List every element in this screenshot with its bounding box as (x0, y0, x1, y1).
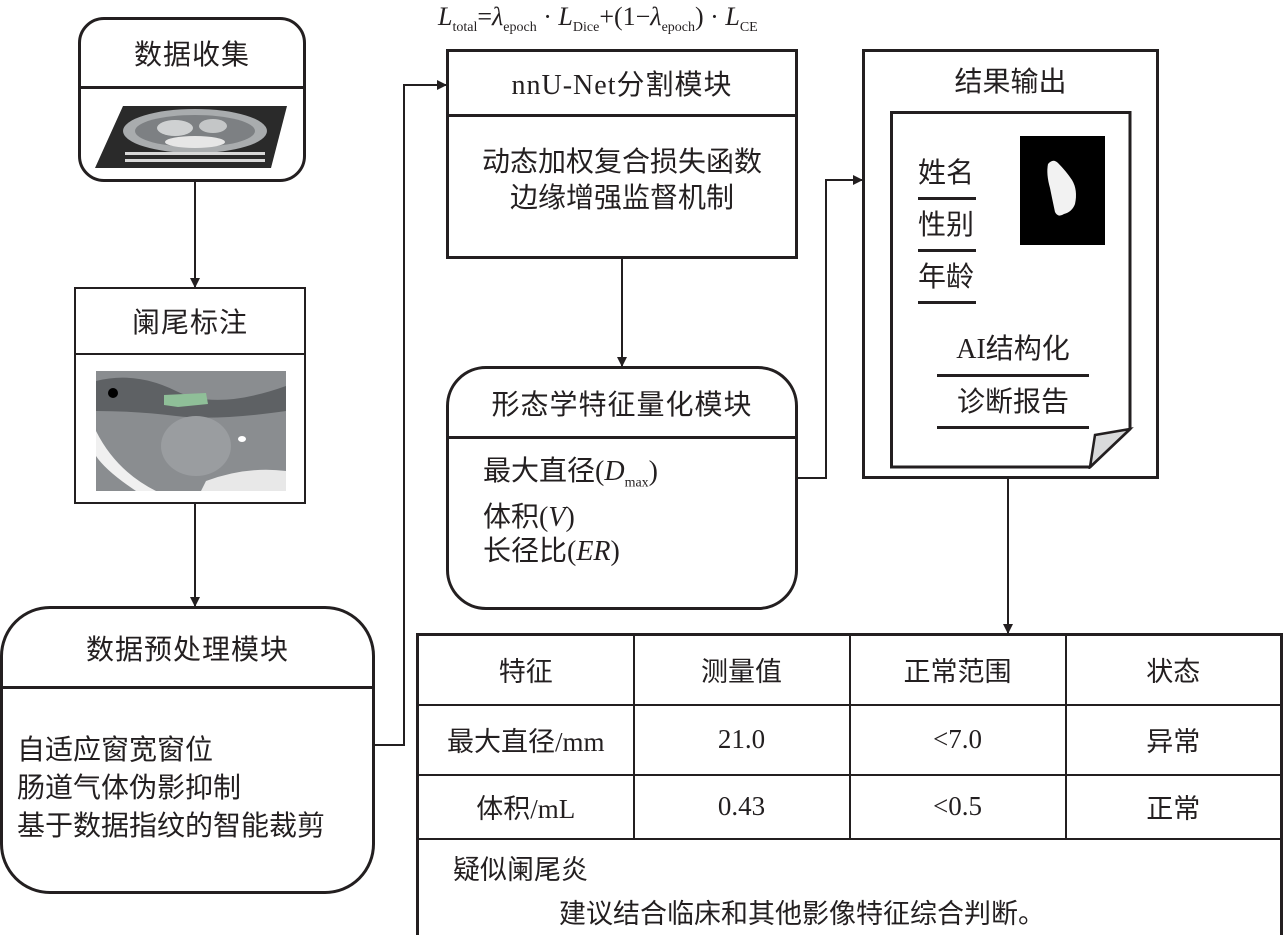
table-header-cell: 正常范围 (848, 633, 1067, 706)
formula-sub-epoch2: epoch (661, 20, 695, 35)
item-label: 最大直径( (483, 456, 605, 487)
morphology-item-volume: 体积(V) (483, 501, 658, 535)
arrow-morphology-to-output (797, 175, 863, 479)
item-subscript: max (624, 475, 649, 491)
formula-L2: L (558, 2, 573, 31)
segmentation-item: 动态加权复合损失函数 (481, 145, 762, 178)
formula-lambda2: λ (650, 2, 662, 31)
formula-sub-ce: CE (739, 20, 758, 35)
ct-stack-image (95, 106, 287, 168)
preprocessing-item: 自适应窗宽窗位 (17, 733, 214, 766)
summary-title: 疑似阑尾炎 (453, 854, 588, 885)
preprocessing-item: 基于数据指纹的智能裁剪 (17, 809, 326, 842)
data-collection-title: 数据收集 (81, 20, 303, 89)
result-output-title: 结果输出 (954, 65, 1067, 98)
segmentation-mask-image (1020, 136, 1105, 245)
item-symbol: ER (576, 535, 611, 567)
field-name: 姓名 (918, 148, 976, 200)
report-line-2: 诊断报告 (937, 377, 1089, 429)
item-symbol: D (604, 456, 625, 487)
loss-formula: Ltotal=λepoch · LDice+(1−λepoch) · LCE (438, 2, 758, 36)
table-cell: 体积/mL (416, 773, 635, 840)
table-summary-cell: 疑似阑尾炎 建议结合临床和其他影像特征综合判断。 (416, 837, 1283, 935)
ct-annotation-image (96, 371, 286, 491)
table-header-cell: 特征 (416, 633, 635, 706)
table-row: 最大直径/mm 21.0 <7.0 异常 (416, 703, 1283, 776)
field-gender: 性别 (918, 200, 976, 252)
table-cell: <0.5 (848, 773, 1067, 840)
morphology-title: 形态学特征量化模块 (449, 369, 795, 439)
table-cell: 正常 (1064, 773, 1283, 840)
table-cell: 21.0 (632, 703, 851, 776)
item-label: 体积( (483, 501, 549, 533)
appendix-annotation-title: 阑尾标注 (76, 289, 304, 355)
item-end: ) (648, 456, 658, 487)
formula-eq: = (477, 2, 493, 31)
item-symbol: V (548, 501, 566, 533)
morphology-item-dmax: 最大直径(Dmax) (483, 455, 658, 501)
preprocessing-item: 肠道气体伪影抑制 (17, 771, 242, 804)
result-table: 特征 测量值 正常范围 状态 最大直径/mm 21.0 <7.0 异常 体积/m… (416, 633, 1283, 935)
segmentation-module-box: nnU-Net分割模块 动态加权复合损失函数 边缘增强监督机制 (446, 49, 798, 259)
report-title: AI结构化 诊断报告 (937, 325, 1089, 429)
item-label: 长径比( (483, 535, 577, 567)
table-cell: 0.43 (632, 773, 851, 840)
morphology-item-er: 长径比(ER) (483, 535, 658, 569)
formula-sub-dice: Dice (572, 20, 600, 35)
data-collection-box: 数据收集 (78, 17, 306, 182)
segmentation-title: nnU-Net分割模块 (449, 52, 795, 117)
table-header-row: 特征 测量值 正常范围 状态 (416, 633, 1283, 706)
preprocessing-items: 自适应窗宽窗位 肠道气体伪影抑制 基于数据指纹的智能裁剪 (17, 731, 325, 845)
formula-sub-total: total (452, 20, 478, 35)
formula-plus: +(1− (599, 2, 651, 31)
appendix-annotation-box: 阑尾标注 (74, 287, 306, 504)
formula-L3: L (725, 2, 740, 31)
segmentation-items: 动态加权复合损失函数 边缘增强监督机制 (449, 144, 795, 216)
table-row: 体积/mL 0.43 <0.5 正常 (416, 773, 1283, 840)
item-end: ) (610, 535, 620, 567)
formula-dot: · (536, 2, 559, 31)
segmentation-item: 边缘增强监督机制 (509, 181, 734, 214)
formula-close: ) (695, 2, 704, 31)
morphology-items: 最大直径(Dmax) 体积(V) 长径比(ER) (483, 455, 658, 569)
morphology-module-box: 形态学特征量化模块 最大直径(Dmax) 体积(V) 长径比(ER) (446, 366, 798, 610)
summary-text: 建议结合临床和其他影像特征综合判断。 (559, 898, 1045, 929)
table-summary-row: 疑似阑尾炎 建议结合临床和其他影像特征综合判断。 (416, 837, 1283, 935)
report-line-1: AI结构化 (937, 325, 1089, 377)
table-header-cell: 测量值 (632, 633, 851, 706)
preprocessing-module-box: 数据预处理模块 自适应窗宽窗位 肠道气体伪影抑制 基于数据指纹的智能裁剪 (0, 606, 375, 894)
preprocessing-title: 数据预处理模块 (3, 609, 372, 689)
formula-sub-epoch: epoch (503, 20, 537, 35)
item-end: ) (565, 501, 575, 533)
formula-lambda: λ (492, 2, 504, 31)
table-header-cell: 状态 (1064, 633, 1283, 706)
result-output-box: 结果输出 姓名 性别 年龄 AI结构化 诊断报告 (862, 49, 1159, 479)
patient-fields: 姓名 性别 年龄 (918, 148, 976, 304)
formula-L: L (438, 2, 453, 31)
field-age: 年龄 (918, 252, 976, 304)
segmentation-title-text: nnU-Net分割模块 (511, 70, 733, 101)
table-cell: 异常 (1064, 703, 1283, 776)
formula-dot2: · (703, 2, 726, 31)
table-cell: 最大直径/mm (416, 703, 635, 776)
table-cell: <7.0 (848, 703, 1067, 776)
